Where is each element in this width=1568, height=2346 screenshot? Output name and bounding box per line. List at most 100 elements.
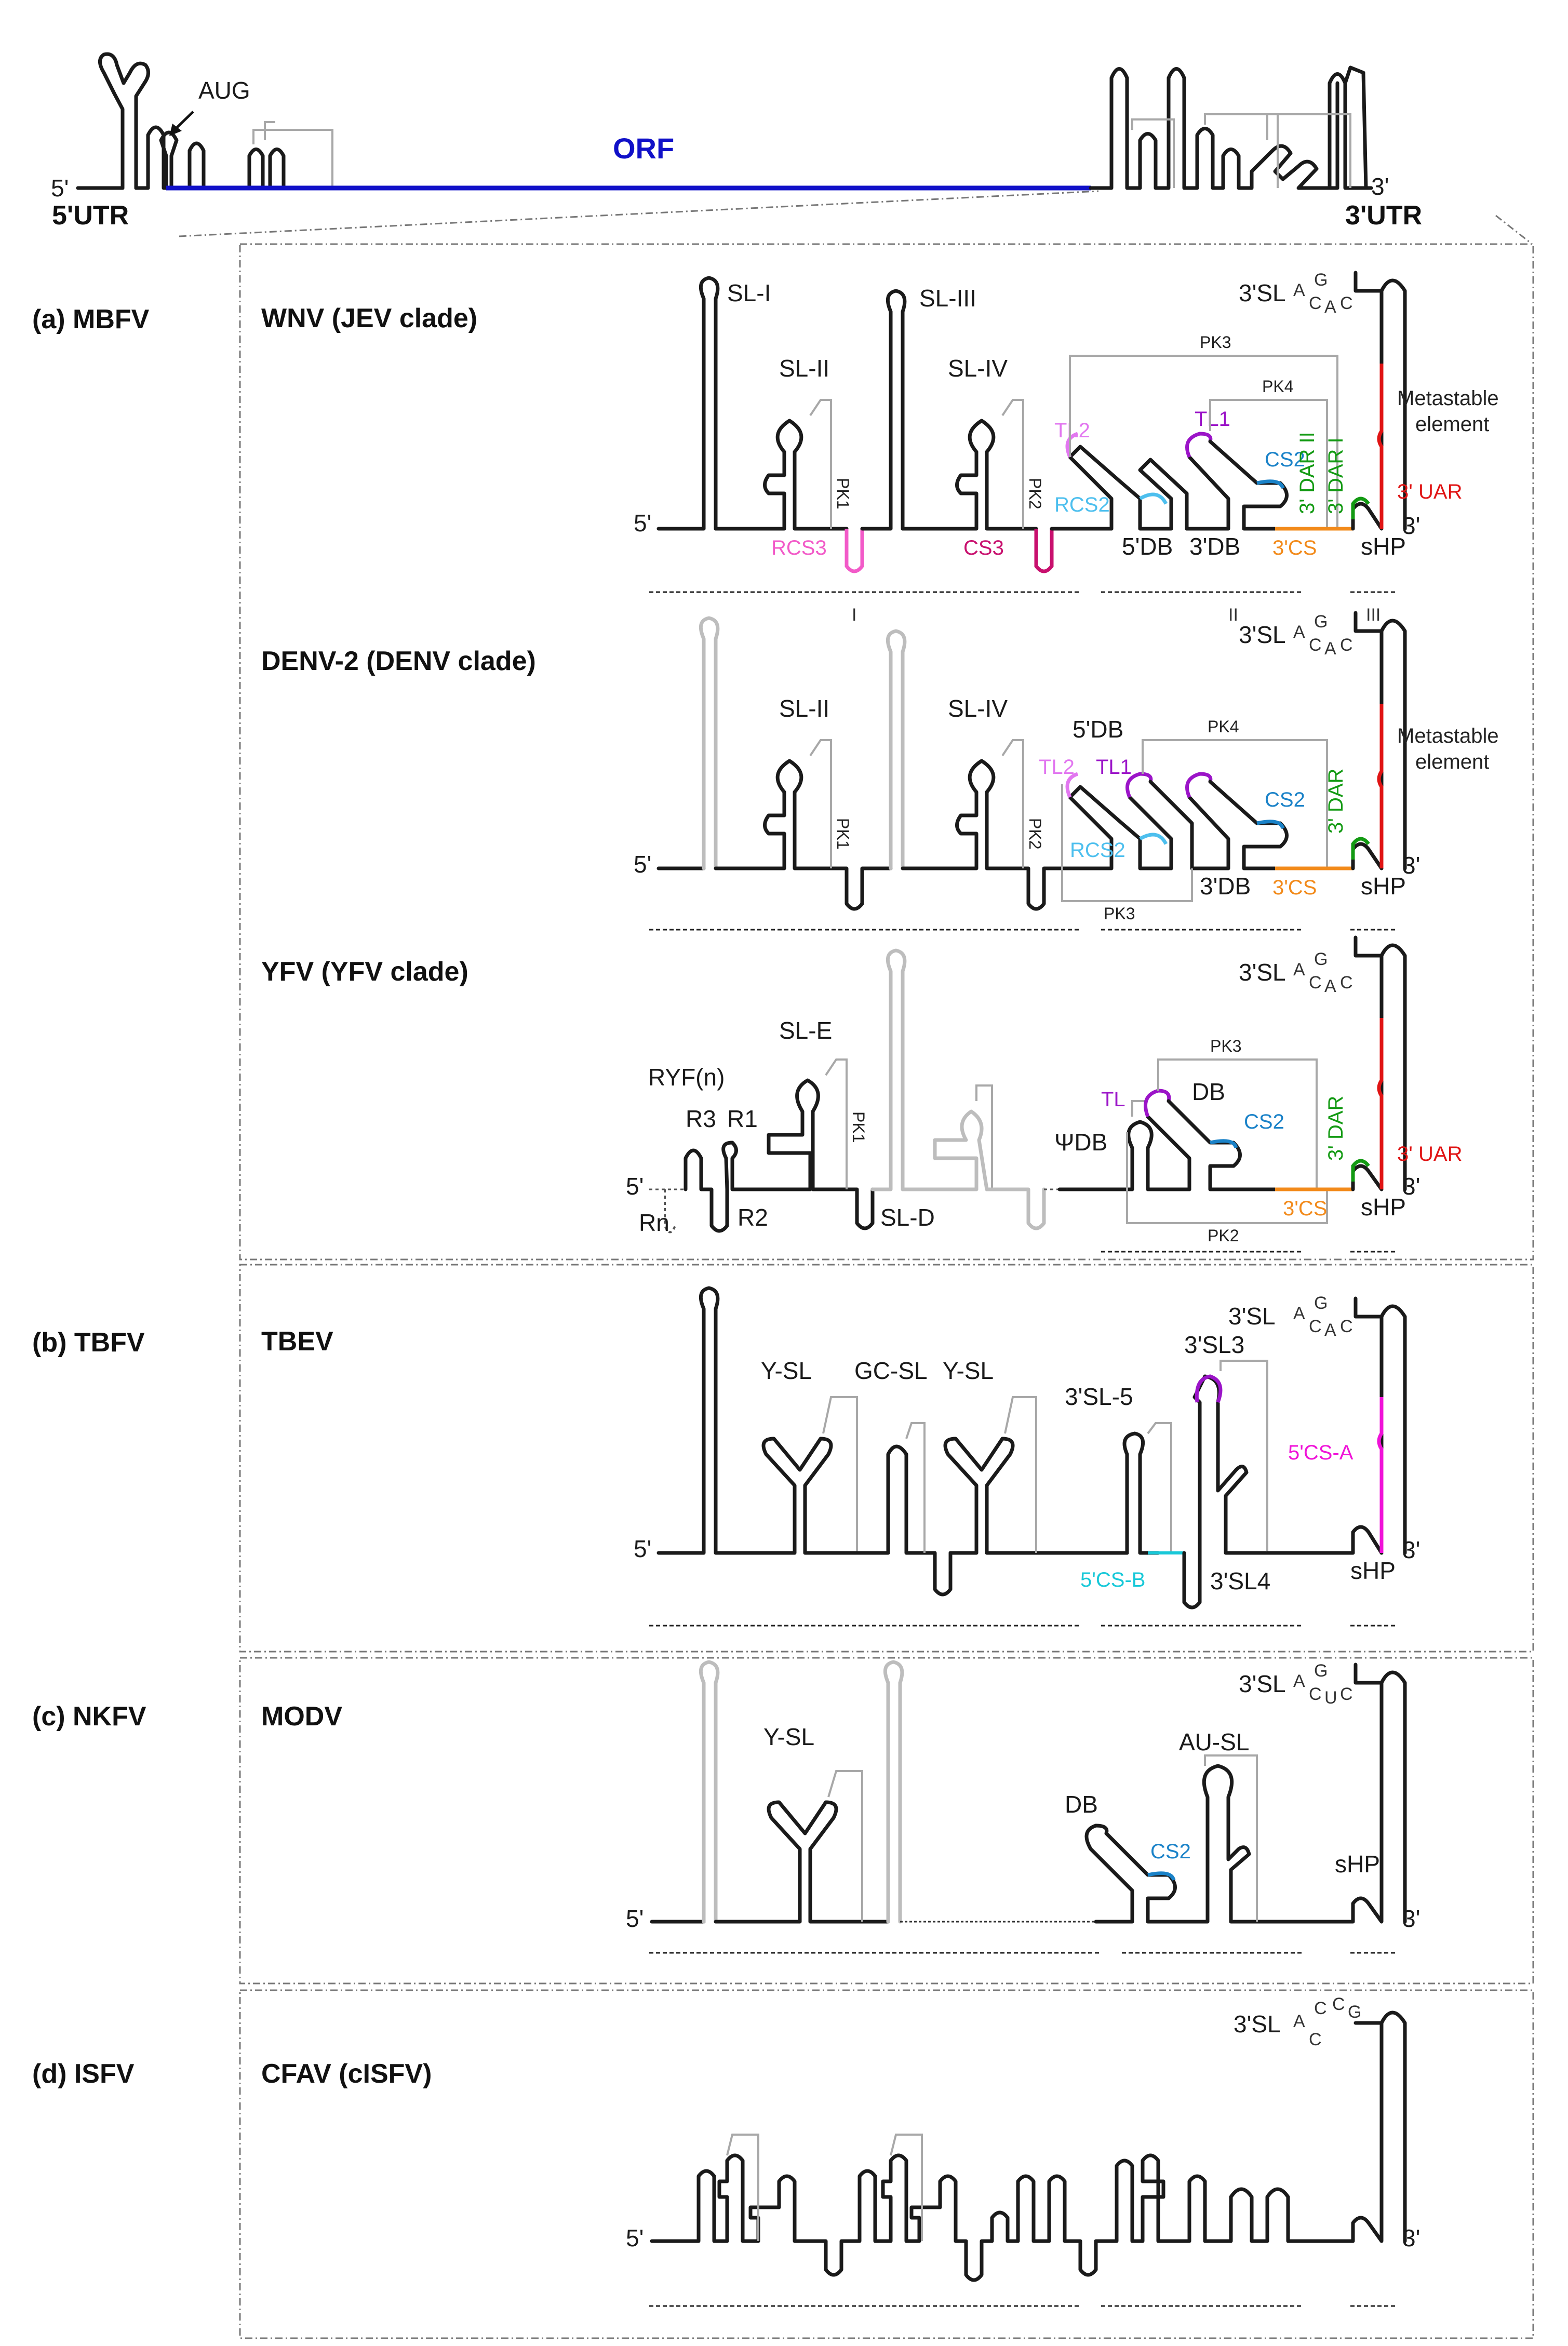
group-label-b: (b) TBFV xyxy=(32,1328,145,1358)
yfv-5prime: 5' xyxy=(626,1173,644,1200)
denv2-rcs2-label: RCS2 xyxy=(1070,839,1125,862)
group-label-a: (a) MBFV xyxy=(32,304,150,334)
wnv-3prime: 3' xyxy=(1402,512,1420,539)
wnv-3cs-label: 3'CS xyxy=(1272,537,1317,559)
wnv-sl-iii xyxy=(860,289,907,531)
tbev-3sl3-label: 3'SL3 xyxy=(1184,1331,1244,1358)
tbev-structure: TBEV 5' Y-SL GC-SL Y-SL 3'SL-5 5'CS-B 3'… xyxy=(261,1286,1420,1627)
wnv-pk3-label: PK3 xyxy=(1200,333,1231,352)
denv2-pk3-label: PK3 xyxy=(1104,904,1135,923)
panel-a-box xyxy=(239,243,1534,1261)
wnv-loop-a: A xyxy=(1293,280,1305,300)
yfv-cs2-label: CS2 xyxy=(1244,1110,1284,1133)
denv2-loop-c2: C xyxy=(1340,635,1353,655)
group-label-d: (d) ISFV xyxy=(32,2059,135,2089)
yfv-loop-a2: A xyxy=(1324,976,1336,996)
denv2-sl-iii-ghost xyxy=(886,629,907,870)
denv2-metastable-1: Metastable xyxy=(1397,725,1499,747)
wnv-rcs3 xyxy=(845,529,864,573)
cfav-loop-c3: C xyxy=(1309,2030,1322,2049)
wnv-rcs2-label: RCS2 xyxy=(1054,493,1110,516)
virus-label-tbev: TBEV xyxy=(261,1326,333,1357)
modv-loop-c2: C xyxy=(1340,1684,1353,1704)
tbev-loop-a2: A xyxy=(1324,1320,1336,1340)
tbev-ysl-2-label: Y-SL xyxy=(943,1357,994,1384)
panel-d-box xyxy=(239,1989,1534,2339)
yfv-uar-label: 3' UAR xyxy=(1397,1143,1462,1165)
modv-loop-a: A xyxy=(1293,1671,1305,1691)
modv-ysl-label: Y-SL xyxy=(763,1723,814,1750)
denv2-tl1-label: TL1 xyxy=(1096,756,1132,779)
cfav-stem-series xyxy=(650,2153,1301,2282)
yfv-dar-label: 3' DAR xyxy=(1324,1096,1347,1161)
cfav-5prime: 5' xyxy=(626,2224,644,2251)
wnv-5db xyxy=(1068,445,1189,531)
overview-3utr xyxy=(1089,67,1373,190)
wnv-dar1-label: 3' DAR I xyxy=(1324,437,1347,514)
tbev-ysl-1-label: Y-SL xyxy=(761,1357,812,1384)
wnv-3db-label: 3'DB xyxy=(1189,533,1240,560)
wnv-rcs3-label: RCS3 xyxy=(771,537,827,559)
tbev-5csb-label: 5'CS-B xyxy=(1080,1569,1145,1591)
denv2-sl-ii-label: SL-II xyxy=(779,695,829,722)
genome-overview: 5' AUG ORF 3' 5'UTR 3'UTR xyxy=(51,52,1533,245)
wnv-sl-i-label: SL-I xyxy=(727,279,771,306)
wnv-loop-c: C xyxy=(1309,293,1322,313)
denv2-tl2-label: TL2 xyxy=(1039,756,1075,779)
wnv-3uar-strand xyxy=(1377,364,1384,529)
overview-3utr-label: 3'UTR xyxy=(1345,200,1422,231)
wnv-sl-iii-label: SL-III xyxy=(919,285,976,312)
wnv-structure: WNV (JEV clade) 5' SL-I SL-II PK1 RCS3 S… xyxy=(261,270,1499,625)
wnv-metastable-1: Metastable xyxy=(1397,387,1499,410)
panel-b-box xyxy=(239,1264,1534,1653)
cfav-3prime: 3' xyxy=(1402,2224,1420,2251)
domain-iii-label: III xyxy=(1366,605,1381,625)
virus-label-denv2: DENV-2 (DENV clade) xyxy=(261,646,536,676)
wnv-cs3-label: CS3 xyxy=(963,537,1004,559)
cfav-loop-c: C xyxy=(1314,1999,1327,2018)
yfv-sl-d-label: SL-D xyxy=(880,1204,935,1231)
wnv-cs2-label: CS2 xyxy=(1265,448,1305,471)
wnv-sl-iv-label: SL-IV xyxy=(948,355,1008,382)
tbev-3prime: 3' xyxy=(1402,1536,1420,1563)
denv2-cs2-label: CS2 xyxy=(1265,788,1305,811)
denv2-loop-g: G xyxy=(1314,612,1328,632)
cfav-structure: CFAV (cISFV) 5' 3'SL A C C G C 3' xyxy=(261,1994,1420,2307)
tbev-5csa-label: 5'CS-A xyxy=(1288,1441,1353,1464)
wnv-5prime: 5' xyxy=(634,510,651,537)
cfav-loop-c2: C xyxy=(1332,1994,1345,2014)
domain-ii-label: II xyxy=(1228,605,1238,625)
yfv-loop-a: A xyxy=(1293,960,1305,980)
wnv-pk4-label: PK4 xyxy=(1262,377,1293,396)
denv2-pk2-label: PK2 xyxy=(1026,818,1044,849)
overview-5utr-sl-b xyxy=(134,125,179,190)
tbev-gcsl-label: GC-SL xyxy=(854,1357,928,1384)
yfv-psidb-label: ΨDB xyxy=(1054,1129,1107,1156)
modv-loop-c: C xyxy=(1309,1684,1322,1704)
tbev-loop-c: C xyxy=(1309,1317,1322,1336)
modv-loop-u: U xyxy=(1324,1688,1337,1708)
wnv-tl2-label: TL2 xyxy=(1054,419,1090,442)
tbev-shp-label: sHP xyxy=(1350,1557,1396,1584)
wnv-sl-i xyxy=(656,276,720,531)
denv2-3sl-label: 3'SL xyxy=(1239,621,1286,648)
wnv-sl-ii xyxy=(714,419,849,531)
yfv-r1-label: R1 xyxy=(727,1105,758,1132)
denv2-5db-label: 5'DB xyxy=(1073,716,1123,743)
tbev-3sl4-label: 3'SL4 xyxy=(1210,1567,1270,1594)
yfv-loop-c2: C xyxy=(1340,973,1353,993)
yfv-ryf-label: RYF(n) xyxy=(648,1064,725,1091)
denv2-loop-c: C xyxy=(1309,635,1322,655)
wnv-shp-label: sHP xyxy=(1361,533,1406,560)
wnv-tl1-label: TL1 xyxy=(1195,408,1230,431)
virus-label-cfav: CFAV (cISFV) xyxy=(261,2059,432,2089)
yfv-db-label: DB xyxy=(1192,1078,1225,1105)
wnv-5db-label: 5'DB xyxy=(1122,533,1173,560)
overview-3prime: 3' xyxy=(1371,173,1389,200)
yfv-shp-label: sHP xyxy=(1361,1194,1406,1221)
virus-label-yfv: YFV (YFV clade) xyxy=(261,957,468,987)
yfv-loop-c: C xyxy=(1309,973,1322,993)
overview-5utr-sl-a xyxy=(98,52,150,190)
virus-label-wnv: WNV (JEV clade) xyxy=(261,303,477,333)
